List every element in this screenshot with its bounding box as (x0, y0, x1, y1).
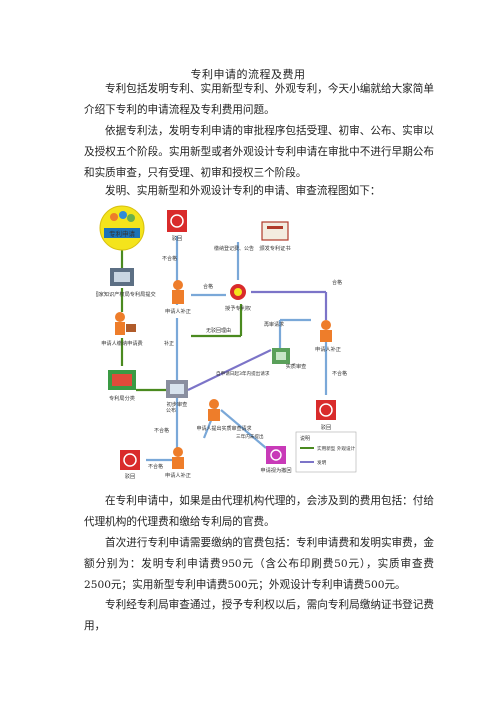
pay-node: 申请人缴纳申请费 (101, 312, 143, 347)
label-appeal: 再审请求 (264, 321, 284, 328)
withdrawn-label: 申请视为撤回 (260, 466, 291, 474)
start-label: 专利申请 (109, 229, 136, 238)
applicant-right-label: 申请人补正 (315, 345, 341, 353)
procedure-paragraph: 依据专利法，发明专利申请的审批程序包括受理、初审、公布、实审以及授权五个阶段。实… (84, 125, 434, 179)
applicant-bottom-label: 申请人补正 (165, 471, 191, 479)
reject-right-node: 驳回 (316, 400, 336, 431)
preliminary-label: 初步审查 (167, 400, 188, 408)
legend-line2: 发明 (317, 459, 327, 466)
certificate-label: 颁发专利证书 (259, 244, 290, 252)
withdrawn-node: 申请视为撤回 (260, 446, 292, 474)
reject-bottom-node: 驳回 (120, 450, 140, 480)
substantive-label: 实质审查 (286, 362, 307, 370)
applicant-top-node: 申请人补正 (165, 280, 191, 315)
legend-title: 说明 (300, 435, 310, 442)
preliminary-node: 初步审查 (166, 380, 188, 408)
label-publish: 公布 (166, 407, 176, 414)
filing-label: 向国家知识产权局专利局提交 (96, 290, 156, 298)
edge-labels: 合格 无驳回理由 不合格 补正 公布 再审请求 缴纳登记费、公告 自申请日起3年… (148, 245, 347, 470)
intro-paragraph: 专利包括发明专利、实用新型专利、外观专利，今天小编就给大家简单介绍下专利的申请流… (84, 83, 434, 116)
applicant-bottom-node: 申请人补正 (165, 447, 191, 479)
fee-paragraph-3: 专利经专利局审查通过，授予专利权以后，需向专利局缴纳证书登记费用， (84, 599, 434, 632)
applicant-right-node: 申请人补正 (315, 320, 341, 353)
label-correct: 补正 (164, 340, 174, 347)
reject-right-label: 驳回 (321, 423, 331, 431)
label-fail: 不合格 (162, 255, 177, 262)
legend-line1: 实用新型 外观设计 (317, 445, 356, 452)
substantive-node: 实质审查 (272, 348, 306, 370)
label-fail-bottom: 不合格 (154, 427, 169, 434)
label-fee-notice: 缴纳登记费、公告 (214, 245, 254, 252)
reject-top-label: 驳回 (172, 234, 182, 242)
certificate-node: 颁发专利证书 (259, 221, 291, 252)
fee-paragraph-2: 首次进行专利申请需要缴纳的官费包括：专利申请费和发明实审费，金额分别为：发明专利… (84, 537, 434, 591)
applicant-top-label: 申请人补正 (165, 307, 191, 315)
label-request-3y: 自申请日起3年内提出请求 (216, 370, 270, 377)
legend: 说明 实用新型 外观设计 发明 (295, 431, 357, 473)
classify-label: 专利局分类 (109, 394, 135, 402)
label-pass-right: 合格 (332, 279, 342, 286)
filing-node: 向国家知识产权局专利局提交 (96, 268, 156, 298)
grant-label: 授予专利权 (225, 304, 252, 312)
reject-bottom-label: 驳回 (125, 472, 135, 480)
flowchart-caption: 发明、实用新型和外观设计专利的申请、审查流程图如下： (105, 185, 381, 197)
flow-lines (120, 236, 328, 462)
label-fail-left: 不合格 (148, 463, 163, 470)
label-over-3y: 三年内未提出 (236, 433, 264, 440)
fee-paragraph-1: 在专利申请中，如果是由代理机构代理的，会涉及到的费用包括：付给代理机构的代理费和… (84, 495, 434, 528)
start-node: 专利申请 (99, 205, 145, 251)
grant-node: 授予专利权 (225, 284, 252, 312)
label-no-fault: 无驳回理由 (206, 327, 231, 334)
label-pass: 合格 (203, 283, 213, 290)
request-node: 申请人提出实质审查请求 (196, 399, 252, 432)
reject-top-node: 驳回 (167, 210, 187, 242)
page-title: 专利申请的流程及费用 (190, 68, 306, 81)
label-fail-right: 不合格 (332, 370, 347, 377)
pay-label: 申请人缴纳申请费 (101, 339, 143, 347)
request-label: 申请人提出实质审查请求 (196, 425, 251, 432)
classify-node: 专利局分类 (108, 370, 136, 402)
patent-flowchart: 专利申请 向国家知识产权局专利局提交 申请人缴纳申请费 专利局分类 (96, 205, 357, 480)
